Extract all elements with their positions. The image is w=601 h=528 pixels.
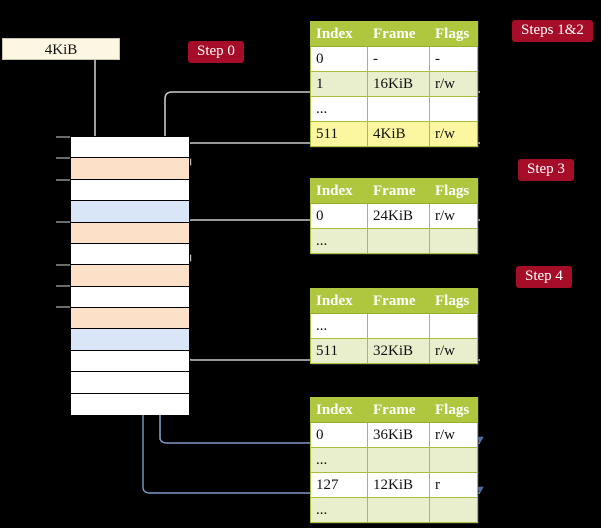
memory-tick [56,264,70,266]
cell-frame: 12KiB [367,472,430,498]
column-header-flags: Flags [429,288,478,314]
badge-steps-1-2: Steps 1&2 [512,20,593,42]
memory-frame-row [71,265,189,287]
memory-frame-row [71,329,189,351]
memory-frame-row [71,180,189,201]
cell-frame: 16KiB [367,71,430,97]
table-row: 0-- [310,46,478,72]
column-header-index: Index [310,21,368,47]
badge-step-0: Step 0 [188,41,244,63]
table-row: ... [310,313,478,339]
physical-memory-column [70,136,190,415]
column-header-flags: Flags [429,178,478,204]
cell-frame [367,228,430,254]
cell-flags [429,313,478,339]
memory-tick [56,136,70,138]
cell-flags: r/w [429,121,478,147]
virtual-offset-box: 4KiB [2,38,120,60]
cell-index: 511 [310,338,368,364]
memory-tick [56,179,70,181]
cell-index: ... [310,228,368,254]
memory-frame-row [71,223,189,244]
cell-flags: - [429,46,478,72]
memory-tick [56,285,70,287]
table-row: ... [310,96,478,122]
cell-flags: r/w [429,422,478,448]
cell-index: ... [310,497,368,523]
badge-step-3: Step 3 [518,159,574,181]
table-row: ... [310,228,478,254]
cell-index: 511 [310,121,368,147]
memory-frame-row [71,244,189,265]
cell-frame: 24KiB [367,203,430,229]
cell-index: 0 [310,203,368,229]
column-header-frame: Frame [367,178,430,204]
cell-index: ... [310,96,368,122]
cell-index: 127 [310,472,368,498]
cell-frame: 36KiB [367,422,430,448]
table-row: ... [310,497,478,523]
cell-flags [429,228,478,254]
cell-flags [429,497,478,523]
memory-frame-row [71,201,189,223]
column-header-frame: Frame [367,397,430,423]
cell-frame [367,96,430,122]
memory-frame-row [71,394,189,415]
cell-flags [429,447,478,473]
column-header-frame: Frame [367,288,430,314]
cell-frame [367,447,430,473]
cell-flags: r [429,472,478,498]
cell-frame: 32KiB [367,338,430,364]
column-header-frame: Frame [367,21,430,47]
cell-index: ... [310,447,368,473]
memory-frame-row [71,137,189,158]
memory-frame-row [71,308,189,329]
memory-frame-row [71,158,189,180]
memory-tick [56,221,70,223]
memory-frame-row [71,351,189,372]
cell-frame: - [367,46,430,72]
cell-index: 1 [310,71,368,97]
column-header-flags: Flags [429,397,478,423]
cell-flags: r/w [429,203,478,229]
cell-flags: r/w [429,71,478,97]
memory-frame-row [71,372,189,394]
cell-flags: r/w [429,338,478,364]
cell-flags [429,96,478,122]
cell-frame: 4KiB [367,121,430,147]
memory-tick [56,306,70,308]
column-header-flags: Flags [429,21,478,47]
column-header-index: Index [310,288,368,314]
cell-index: 0 [310,422,368,448]
cell-index: 0 [310,46,368,72]
cell-frame [367,497,430,523]
badge-step-4: Step 4 [516,266,572,288]
column-header-index: Index [310,397,368,423]
table-row: ... [310,447,478,473]
memory-tick [56,157,70,159]
column-header-index: Index [310,178,368,204]
cell-index: ... [310,313,368,339]
memory-frame-row [71,287,189,308]
cell-frame [367,313,430,339]
